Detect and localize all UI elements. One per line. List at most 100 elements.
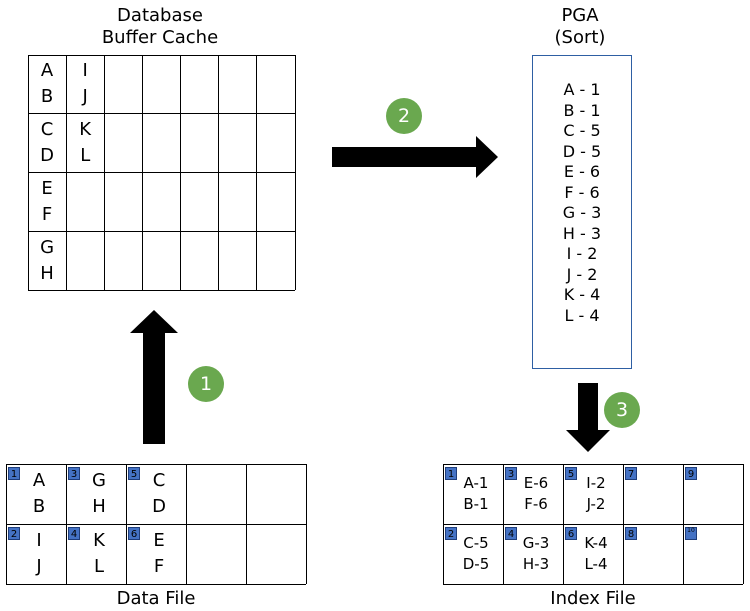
index-file-block-line: K-4 [584,534,608,552]
index-file-block-line: F-6 [524,495,548,513]
pga-item: D - 5 [562,141,602,161]
data-file-block-line: A [32,470,46,491]
data-file-label: Data File [116,588,196,609]
index-file-block-line: I-2 [586,474,606,492]
pga-title-line2: (Sort) [554,27,606,48]
data-file-block-line: I [36,530,42,551]
pga-item: A - 1 [563,80,601,99]
buffer-cache-cell-line: E [41,177,53,199]
data-file-block-line: D [152,496,166,517]
buffer-cache-cell-line: I [82,60,88,82]
data-file-block-line: G [92,470,106,491]
block-number-tag: 1 [445,467,457,480]
block-number-tag: 5 [128,467,140,480]
buffer-cache-cell-line: H [40,262,54,284]
buffer-cache-grid-hline [28,231,295,233]
pga-title-line1: PGA [561,5,599,26]
pga-item: B - 1 [563,100,601,120]
block-number-tag: 1 [8,467,20,480]
index-file-grid-vline [743,464,745,584]
data-file-block-line: L [93,556,105,577]
buffer-cache-cell-line: L [80,145,91,167]
block-number-tag: 2 [8,527,20,540]
buffer-cache-grid-vline [295,55,297,290]
index-file-block-line: B-1 [463,495,489,513]
index-file-block-line: E-6 [523,474,549,492]
index-file-block-line: H-3 [522,555,550,573]
pga-item: F - 6 [564,182,600,202]
block-number-tag: 5 [565,467,577,480]
pga-item: E - 6 [563,162,601,181]
buffer-cache-grid-hline [28,290,295,292]
index-file-label: Index File [550,588,636,609]
buffer-cache-title-line1: Database [117,5,203,26]
data-file-grid-hline [6,584,306,586]
block-number-tag: 6 [128,527,140,540]
data-file-block-line: E [153,530,165,551]
block-number-tag: 4 [505,527,517,540]
buffer-cache-cell-line: G [40,236,55,258]
buffer-cache-grid-hline [28,172,295,174]
buffer-cache-title: Database Buffer Cache [100,5,220,49]
pga-item: G - 3 [562,203,602,222]
pga-item: H - 3 [562,223,602,243]
block-number-tag: 6 [565,527,577,540]
data-file-block-line: K [93,530,105,551]
block-number-tag: 8 [625,527,637,540]
block-number-tag: 2 [445,527,457,540]
arrow-right-icon [332,136,498,178]
data-file-block-line: H [92,496,106,517]
buffer-cache-cell-line: J [82,86,88,108]
block-number-tag: 4 [68,527,80,540]
step-3-circle: 3 [604,392,640,428]
pga-item: L - 4 [564,305,600,325]
block-number-tag: 3 [68,467,80,480]
buffer-cache-cell-line: D [40,145,54,167]
index-file-grid-hline [443,584,743,586]
step-1-circle: 1 [188,366,224,402]
index-file-block-line: J-2 [586,495,606,513]
data-file-grid-hline [6,464,306,466]
pga-item: J - 2 [566,264,598,284]
pga-item: I - 2 [566,244,598,263]
buffer-cache-title-line2: Buffer Cache [101,27,219,48]
index-file-block-line: A-1 [463,474,489,492]
pga-title: PGA (Sort) [535,5,625,49]
buffer-cache-cell-line: K [79,119,92,141]
index-file-block-line: D-5 [462,555,490,573]
data-file-grid-hline [6,524,306,526]
arrow-down-icon [566,383,610,452]
index-file-grid-hline [443,464,743,466]
buffer-cache-cell-line: C [40,119,54,141]
buffer-cache-cell-line: F [41,203,53,225]
data-file-block-line: J [36,556,42,577]
buffer-cache-grid-hline [28,55,295,57]
block-number-tag: 7 [625,467,637,480]
pga-item: K - 4 [563,285,601,304]
buffer-cache-cell-line: B [40,86,54,108]
step-2-circle: 2 [386,98,422,134]
data-file-block-line: B [32,496,46,517]
block-number-tag: 3 [505,467,517,480]
